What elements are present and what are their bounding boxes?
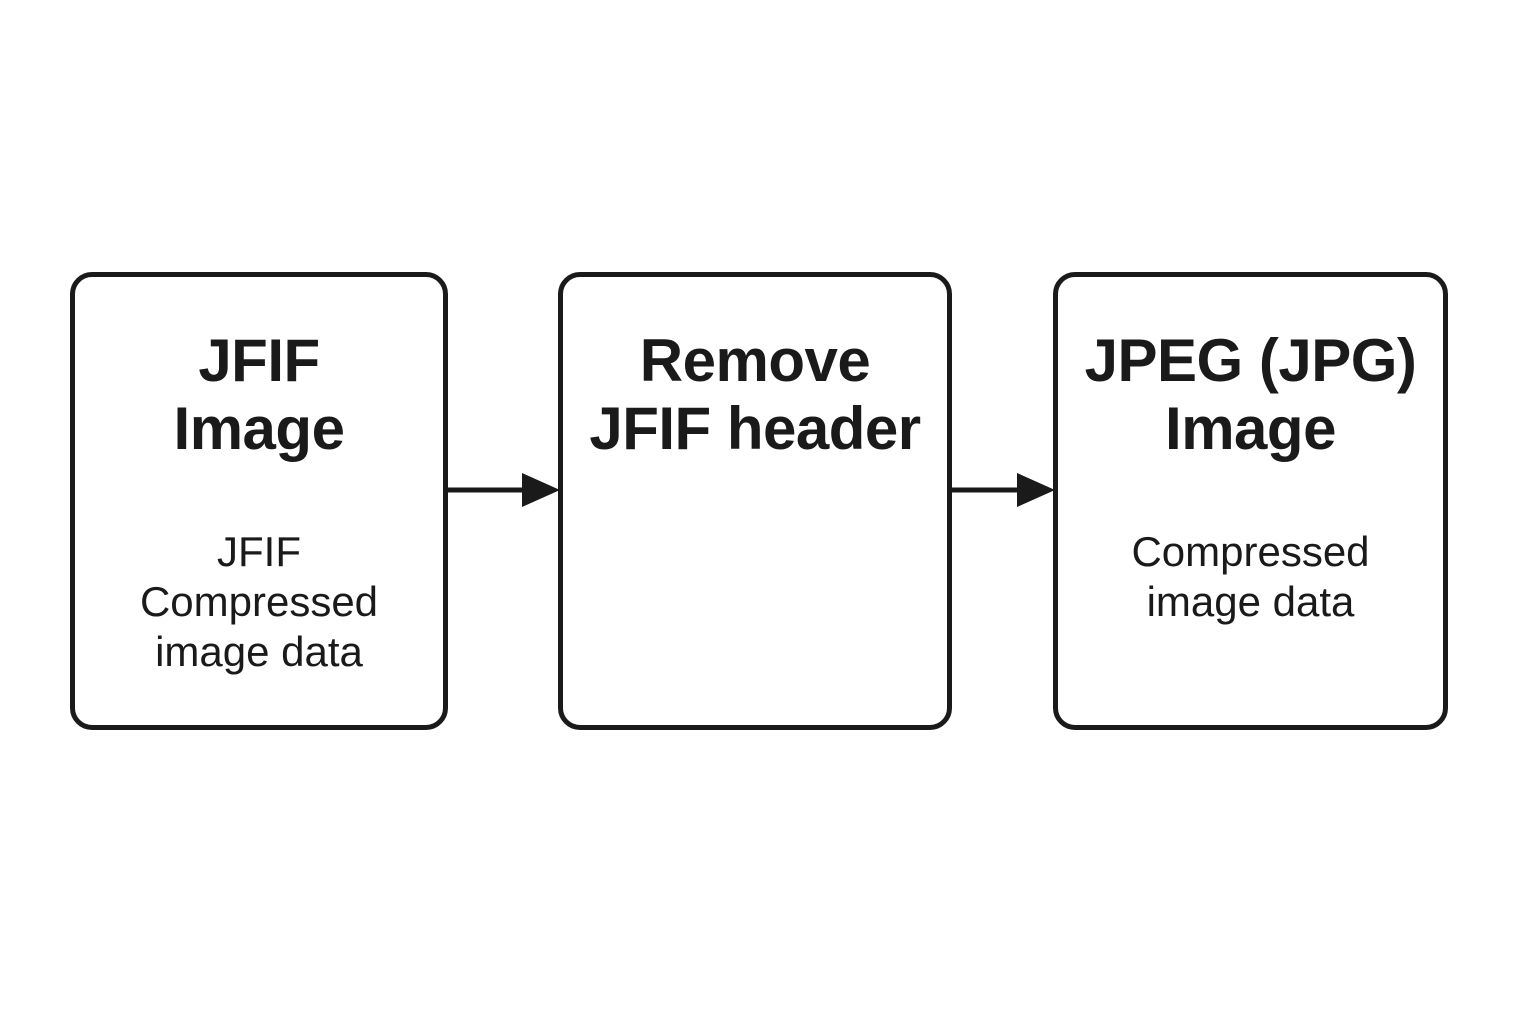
node-remove-jfif-header-title: Remove JFIF header [589, 327, 921, 462]
node-jpeg-image-body: Compressed image data [1131, 528, 1370, 625]
arrow-jfif-to-remove-header [448, 467, 560, 513]
node-jfif-image-body: JFIF Compressed image data [139, 528, 379, 675]
node-jpeg-image[interactable]: JPEG (JPG) Image Compressed image data [1053, 272, 1448, 730]
arrow-remove-header-to-jpeg [952, 467, 1055, 513]
node-jfif-image[interactable]: JFIF Image JFIF Compressed image data [70, 272, 448, 730]
node-jfif-image-title: JFIF Image [173, 327, 345, 462]
node-jpeg-image-title: JPEG (JPG) Image [1084, 327, 1417, 462]
node-remove-jfif-header[interactable]: Remove JFIF header [558, 272, 952, 730]
